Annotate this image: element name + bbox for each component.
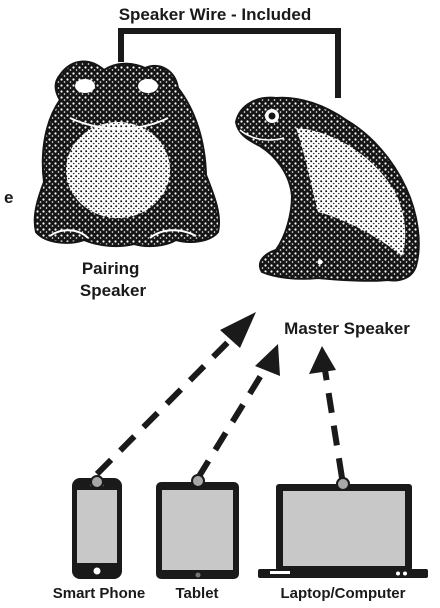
pairing-speaker-label-line1: Pairing	[82, 259, 140, 278]
laptop-label: Laptop/Computer	[281, 585, 406, 602]
dashed-arrow-icon	[94, 312, 256, 477]
speaker-wire	[118, 28, 341, 98]
tablet-label: Tablet	[175, 585, 218, 602]
pairing-speaker-label: Pairing Speaker	[80, 259, 147, 300]
dashed-arrows	[94, 312, 345, 480]
dashed-arrow-icon	[195, 344, 280, 480]
dashed-arrow-icon	[309, 346, 345, 479]
pairing-speaker-frog-icon	[33, 60, 220, 248]
master-speaker-label: Master Speaker	[284, 319, 410, 338]
laptop-icon	[258, 477, 428, 578]
pairing-speaker-label-line2: Speaker	[80, 281, 147, 300]
smartphone-icon	[72, 475, 122, 579]
tablet-icon	[156, 474, 239, 579]
cropped-text-fragment: e	[4, 188, 13, 207]
speaker-wire-label: Speaker Wire - Included	[119, 5, 312, 24]
master-speaker-frog-icon	[234, 96, 420, 282]
smartphone-label: Smart Phone	[53, 585, 146, 602]
